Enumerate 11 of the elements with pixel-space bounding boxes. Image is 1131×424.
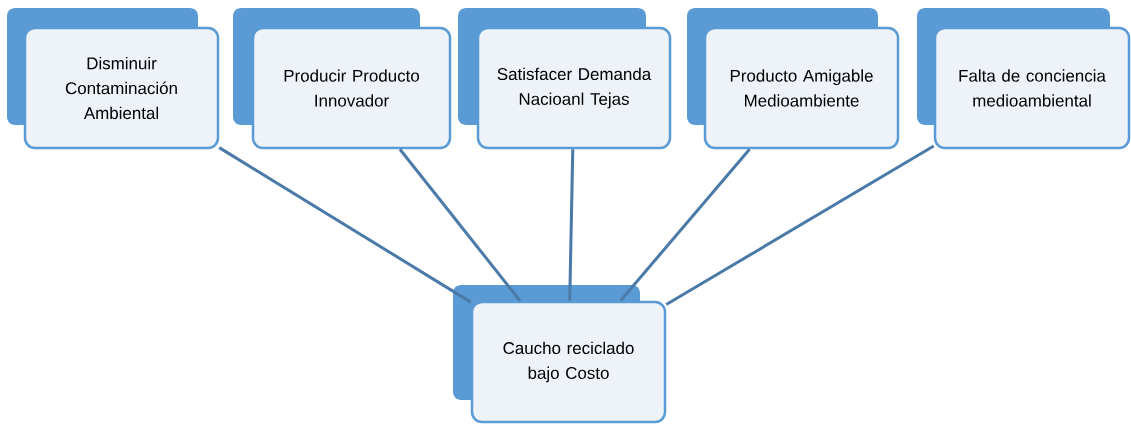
connector-line	[398, 148, 522, 302]
process-box: Caucho reciclado bajo Costo	[453, 285, 667, 424]
process-box: Falta de conciencia medioambiental	[917, 8, 1131, 150]
process-box: Producto Amigable Medioambiente	[687, 8, 900, 150]
process-box: Disminuir Contaminación Ambiental	[7, 8, 220, 150]
connector-line	[568, 149, 575, 301]
connector-line	[665, 144, 935, 306]
connector-line	[619, 148, 751, 302]
connector-line	[218, 146, 472, 304]
process-box: Satisfacer Demanda Nacioanl Tejas	[458, 8, 672, 150]
process-box: Producir Producto Innovador	[233, 8, 452, 150]
